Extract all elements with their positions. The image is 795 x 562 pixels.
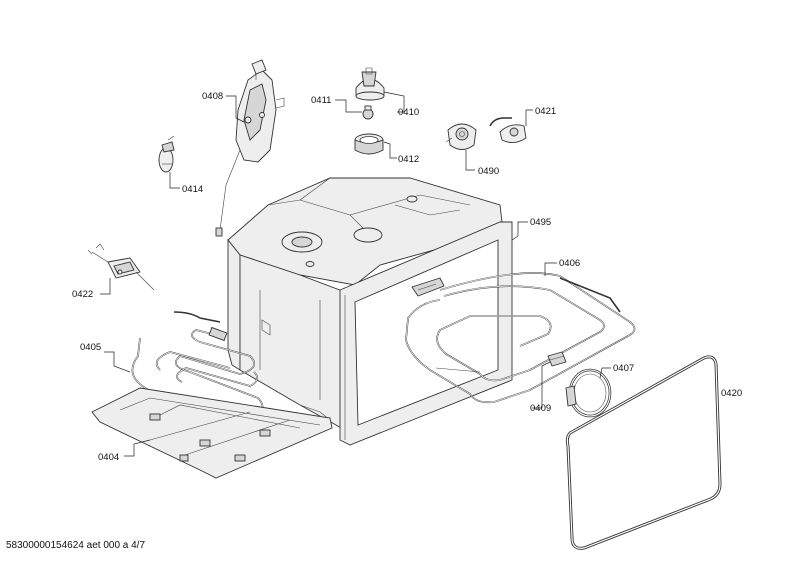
part-0420-door-gasket <box>565 355 722 550</box>
callout-0410: 0410 <box>398 107 419 118</box>
oven-cavity <box>227 177 513 446</box>
part-0404-bottom-plate <box>91 387 333 479</box>
part-0406-grill-element <box>405 272 636 404</box>
callout-0404: 0404 <box>98 452 119 463</box>
part-0410-lamp-holder <box>355 67 385 101</box>
callout-0412: 0412 <box>398 154 419 165</box>
callout-0420: 0420 <box>721 388 742 399</box>
callout-0495: 0495 <box>530 217 551 228</box>
leader-lines <box>100 91 611 457</box>
part-0409-clip <box>547 351 567 367</box>
part-0407-ring-heater <box>565 368 612 418</box>
part-0490-fan-motor <box>445 123 477 150</box>
callout-0408: 0408 <box>202 91 223 102</box>
document-footer-id: 58300000154624 aet 000 a 4/7 <box>6 540 146 551</box>
part-0414-bulb <box>158 135 175 173</box>
callout-0421: 0421 <box>535 106 556 117</box>
callout-0405: 0405 <box>80 342 101 353</box>
part-0408-door-lock <box>215 59 285 237</box>
callout-0422: 0422 <box>72 289 93 300</box>
part-0411-lamp-bulb <box>362 105 374 120</box>
callout-0407: 0407 <box>613 363 634 374</box>
callout-0414: 0414 <box>182 184 203 195</box>
part-0422-sensor <box>87 243 155 291</box>
part-0412-lamp-cover <box>354 133 384 155</box>
callout-labels: 0408 0411 0410 0412 0421 0490 0414 0495 … <box>72 91 742 463</box>
callout-0406: 0406 <box>559 258 580 269</box>
callout-0409: 0409 <box>530 403 551 414</box>
callout-0411: 0411 <box>311 95 331 106</box>
part-0421-fan-connector <box>489 117 527 143</box>
callout-0490: 0490 <box>478 166 499 177</box>
